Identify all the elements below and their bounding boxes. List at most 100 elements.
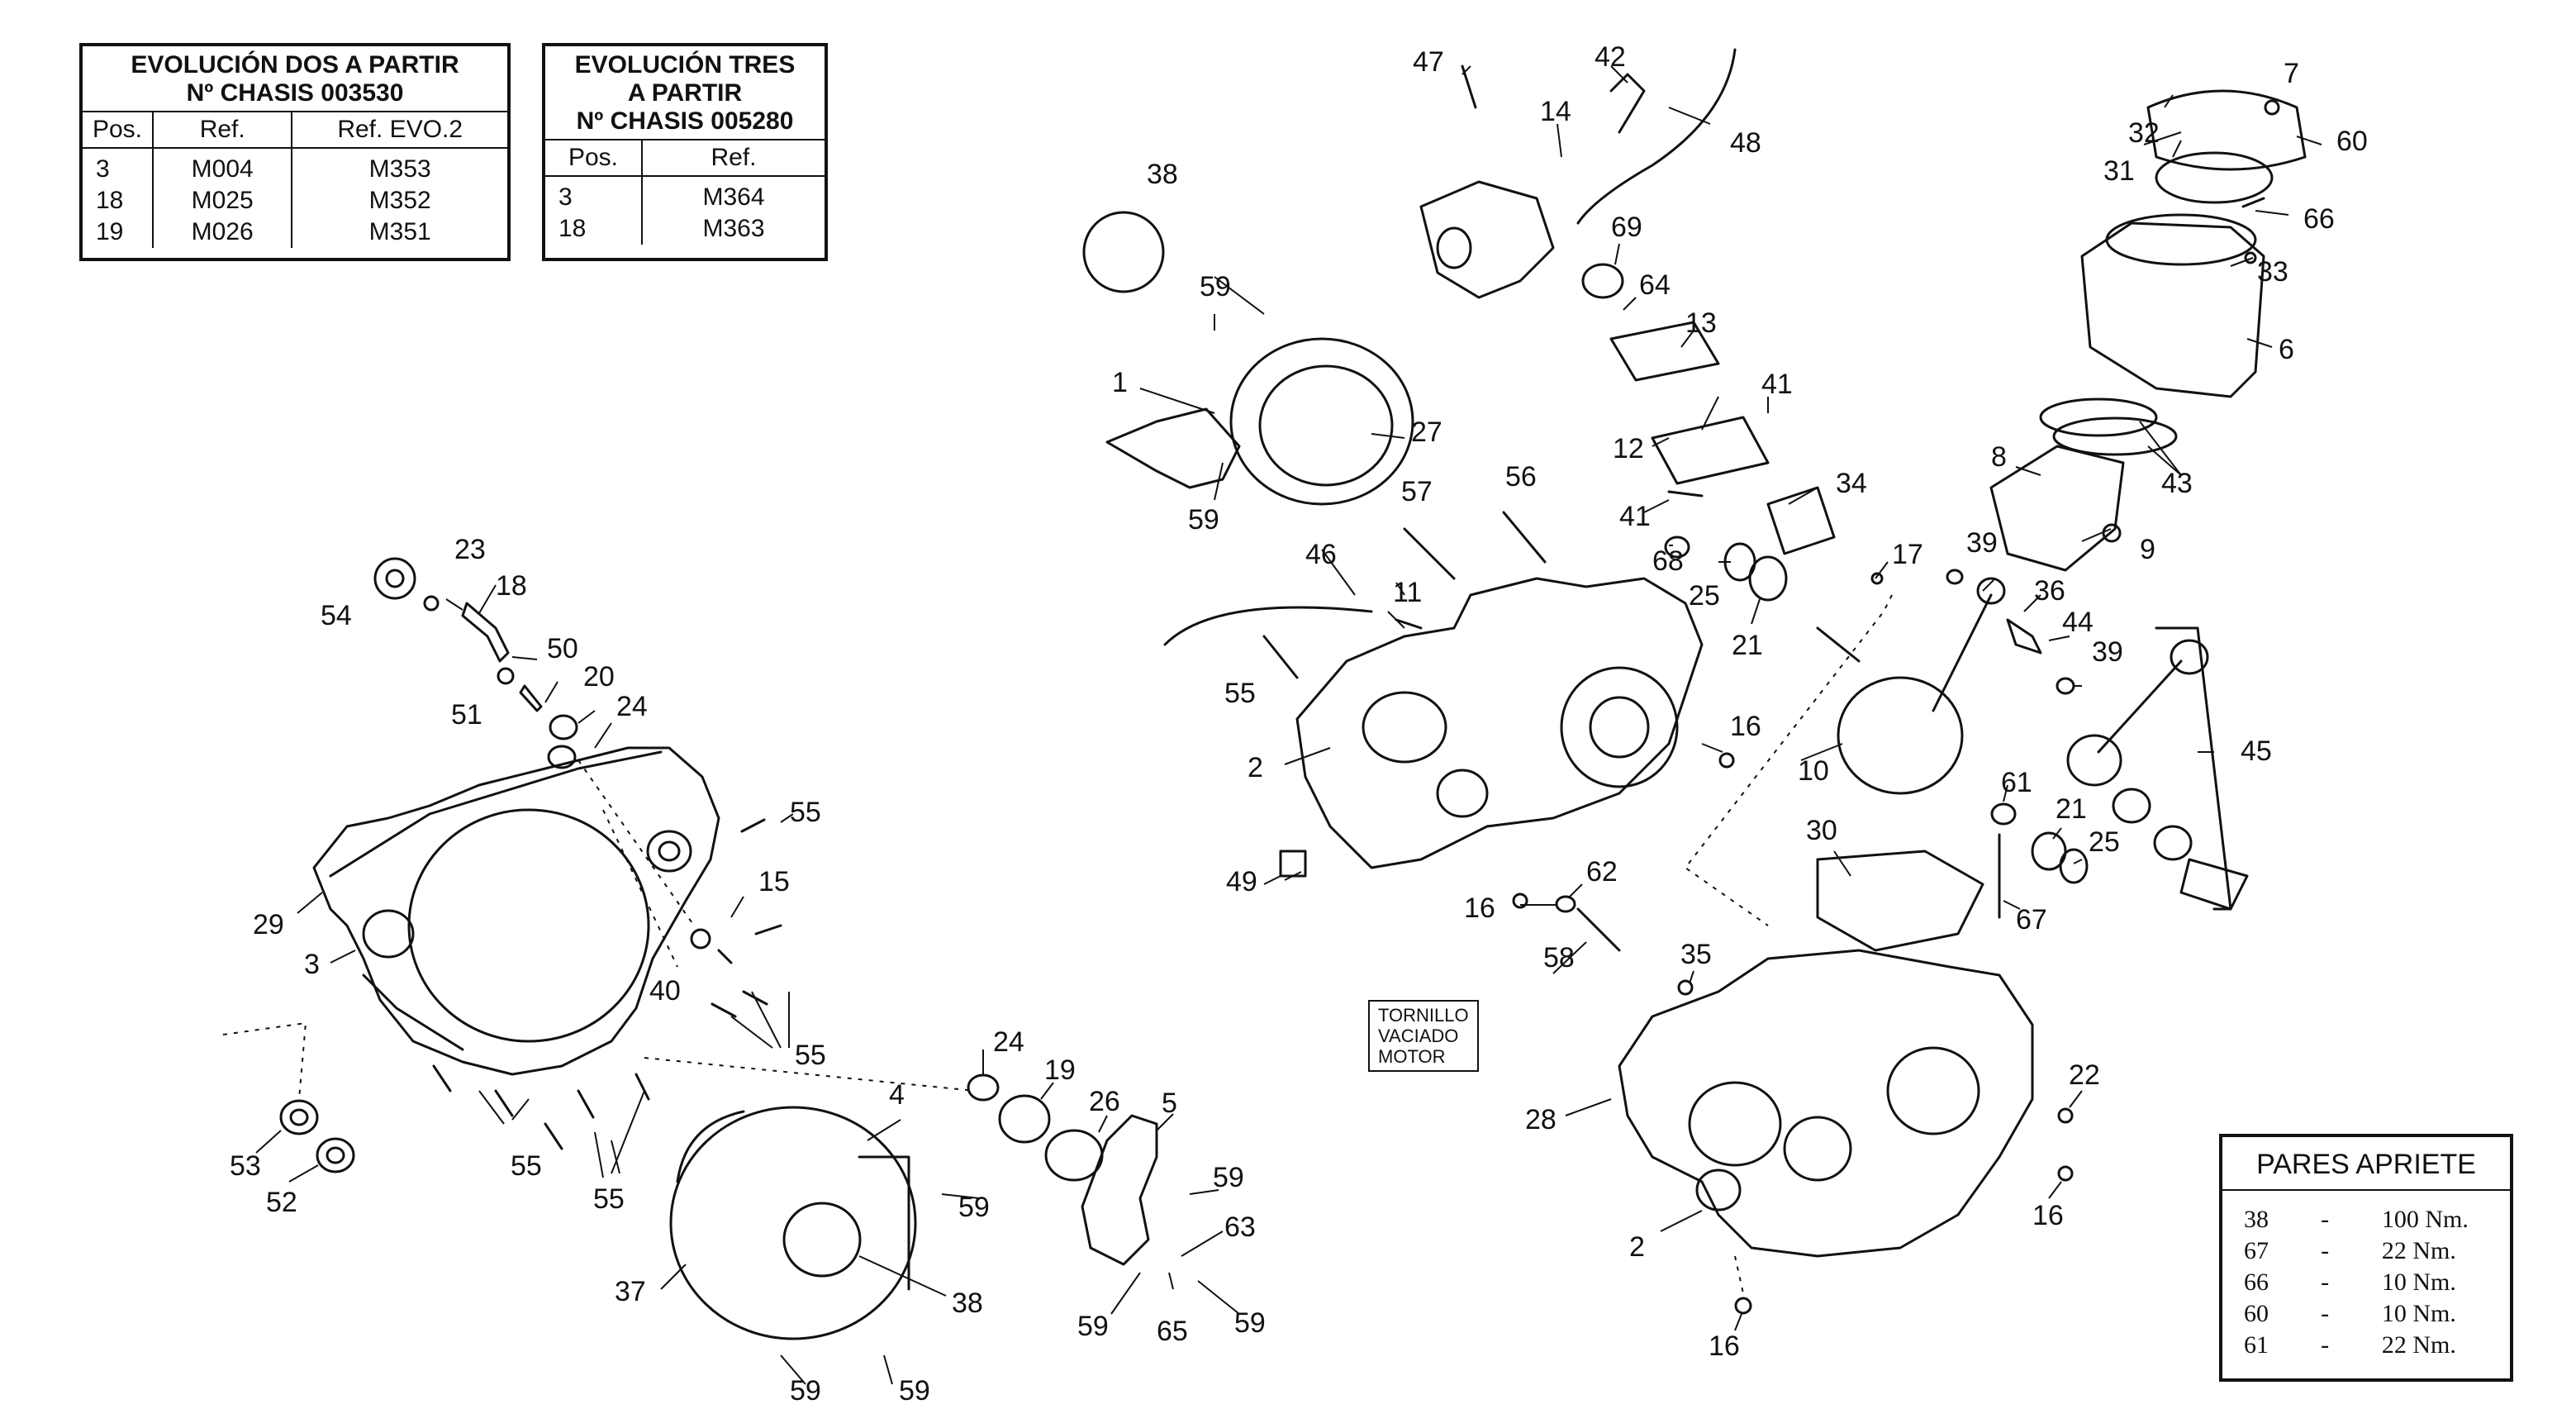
callout-38: 38	[1147, 159, 1178, 190]
callout-60: 60	[2336, 126, 2368, 157]
callout-16: 16	[1464, 892, 1495, 924]
pares-apriete-table: PARES APRIETE 38 - 100 Nm. 67 - 22 Nm. 6…	[2219, 1134, 2513, 1382]
callout-42: 42	[1595, 41, 1626, 73]
carburetor-part	[1419, 48, 1737, 299]
callout-47: 47	[1413, 46, 1444, 78]
callout-55: 55	[511, 1150, 542, 1182]
callout-45: 45	[2241, 735, 2272, 767]
callout-59: 59	[899, 1375, 930, 1407]
evo-dos-table: EVOLUCIÓN DOS A PARTIR Nº CHASIS 003530 …	[79, 43, 511, 261]
callout-48: 48	[1730, 127, 1761, 159]
callout-16: 16	[2032, 1200, 2064, 1231]
callout-labels: 1 27 59 59 38 46 57 56 11 55 2 49 16 62 …	[230, 41, 2368, 1407]
callout-59: 59	[1213, 1162, 1244, 1193]
torque-row: 38 - 100 Nm.	[2244, 1206, 2469, 1233]
callout-39: 39	[2092, 636, 2123, 668]
callout-24: 24	[616, 691, 648, 722]
crankcase-upper-part	[1295, 577, 1704, 869]
callout-58: 58	[1543, 942, 1575, 973]
evo-dos-grid: Pos. Ref. Ref. EVO.2 3 M004 M353 18 M025…	[83, 112, 507, 248]
tornillo-note-box: TORNILLO VACIADO MOTOR	[1368, 1000, 1479, 1072]
callout-31: 31	[2103, 155, 2135, 187]
callout-54: 54	[321, 600, 352, 631]
table-row: 3 M004 M353	[83, 148, 507, 185]
table-row: 18 M363	[545, 213, 825, 245]
callout-35: 35	[1680, 939, 1712, 970]
callout-55: 55	[790, 797, 821, 828]
callout-41: 41	[1619, 501, 1651, 532]
callout-27: 27	[1411, 416, 1442, 448]
callout-22: 22	[2069, 1059, 2100, 1091]
callout-39: 39	[1966, 527, 1998, 559]
callout-61: 61	[2001, 767, 2032, 798]
callout-21: 21	[1732, 630, 1763, 661]
callout-19: 19	[1044, 1054, 1076, 1086]
callout-41: 41	[1761, 369, 1793, 400]
callout-53: 53	[230, 1150, 261, 1182]
col-header: Ref. EVO.2	[292, 112, 507, 149]
pares-title: PARES APRIETE	[2222, 1137, 2510, 1191]
crankcase-lower-part	[1618, 949, 2034, 1258]
callout-34: 34	[1836, 468, 1867, 499]
torque-row: 60 - 10 Nm.	[2244, 1300, 2456, 1327]
callout-43: 43	[2161, 468, 2193, 499]
callout-20: 20	[583, 661, 615, 693]
callout-10: 10	[1798, 755, 1829, 787]
callout-1: 1	[1112, 367, 1128, 398]
callout-40: 40	[649, 975, 681, 1007]
water-pump-parts	[967, 1073, 1158, 1266]
callout-49: 49	[1226, 866, 1257, 897]
evo-tres-table: EVOLUCIÓN TRES A PARTIR Nº CHASIS 005280…	[542, 43, 828, 261]
callout-67: 67	[2016, 904, 2047, 935]
callout-25: 25	[2089, 826, 2120, 858]
callout-46: 46	[1305, 539, 1337, 570]
col-header: Pos.	[83, 112, 154, 149]
cover-bolts	[432, 818, 782, 1150]
callout-57: 57	[1401, 476, 1433, 507]
callout-32: 32	[2128, 117, 2160, 149]
callout-55: 55	[795, 1040, 826, 1071]
callout-2: 2	[1248, 752, 1263, 783]
callout-59: 59	[1200, 271, 1231, 302]
table-row: 18 M025 M352	[83, 185, 507, 217]
callout-8: 8	[1991, 441, 2007, 473]
callout-33: 33	[2257, 256, 2288, 288]
callout-29: 29	[253, 909, 284, 940]
callout-24: 24	[993, 1026, 1024, 1058]
callout-65: 65	[1157, 1316, 1188, 1347]
callout-15: 15	[758, 866, 790, 897]
callout-63: 63	[1224, 1211, 1256, 1243]
callout-36: 36	[2034, 575, 2065, 607]
torque-row: 67 - 22 Nm.	[2244, 1237, 2456, 1264]
col-header: Ref.	[153, 112, 293, 149]
callout-17: 17	[1892, 539, 1923, 570]
callout-13: 13	[1685, 307, 1717, 339]
callout-16: 16	[1709, 1330, 1740, 1362]
rotor-nut-part	[1082, 211, 1165, 293]
callout-21: 21	[2056, 793, 2087, 825]
callout-28: 28	[1525, 1104, 1557, 1135]
callout-44: 44	[2062, 607, 2094, 638]
callout-55: 55	[593, 1183, 625, 1215]
table-row: 3 M364	[545, 176, 825, 213]
callout-55: 55	[1224, 678, 1256, 709]
callout-23: 23	[454, 534, 486, 565]
oil-pump-parts	[373, 557, 578, 769]
callout-59: 59	[958, 1192, 990, 1223]
callout-4: 4	[889, 1079, 905, 1111]
torque-row: 61 - 22 Nm.	[2244, 1331, 2456, 1359]
callout-59: 59	[1077, 1311, 1109, 1342]
callout-59: 59	[1234, 1307, 1266, 1339]
callout-14: 14	[1540, 96, 1571, 127]
callout-3: 3	[304, 949, 320, 980]
callout-62: 62	[1586, 856, 1618, 888]
callout-59: 59	[1188, 504, 1219, 536]
reed-valve-parts	[1581, 263, 1770, 497]
table-row: 19 M026 M351	[83, 217, 507, 248]
callout-12: 12	[1613, 433, 1644, 464]
piston-part	[1989, 445, 2125, 572]
callout-7: 7	[2284, 58, 2299, 89]
callout-26: 26	[1089, 1086, 1120, 1117]
clutch-cover-part	[312, 746, 720, 1076]
callout-16: 16	[1730, 711, 1761, 742]
